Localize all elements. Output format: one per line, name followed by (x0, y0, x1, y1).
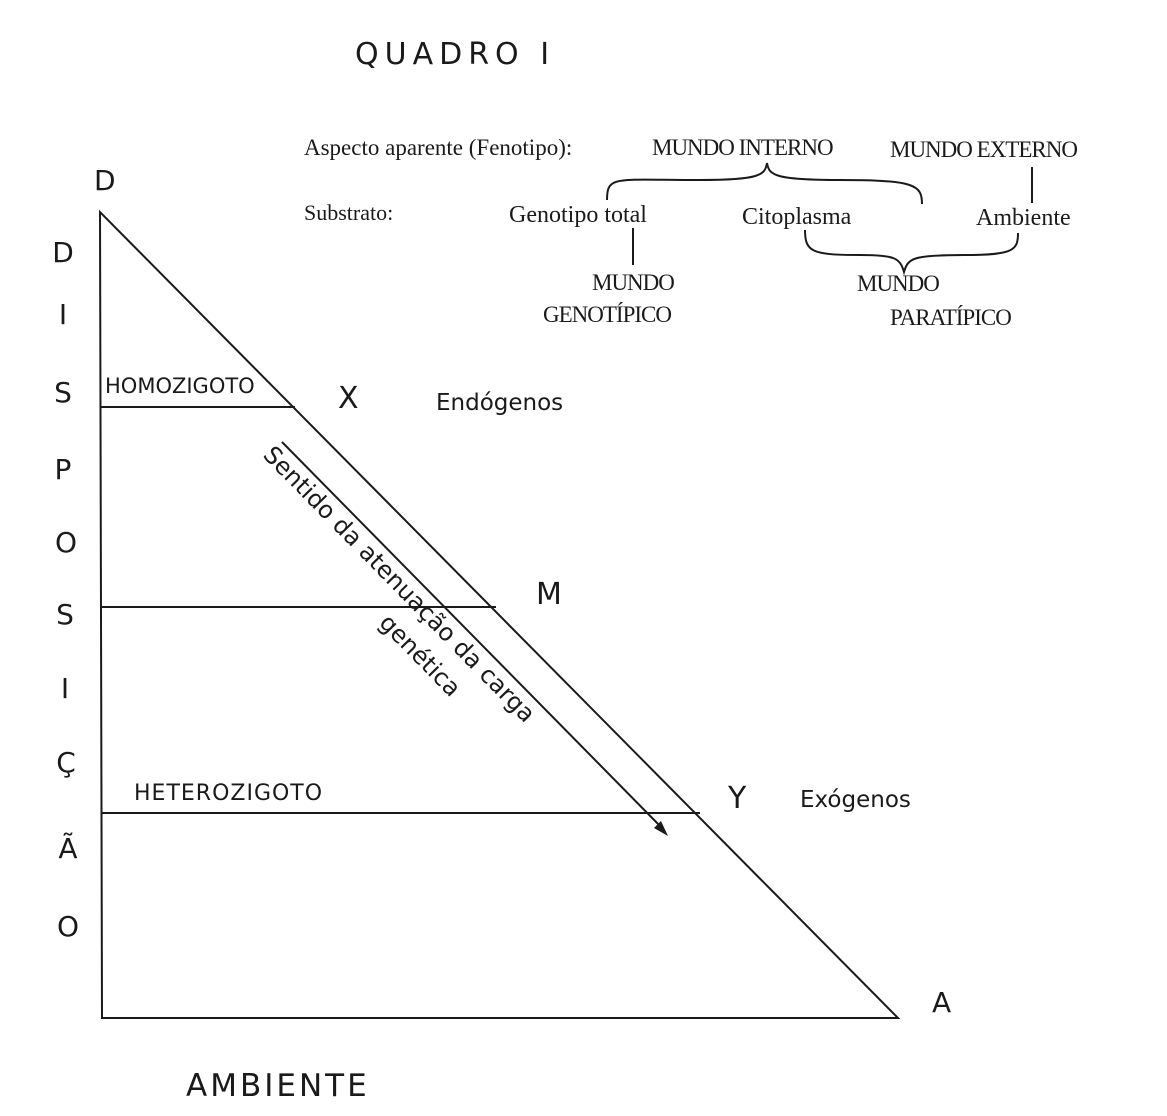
axis-letter: O (55, 526, 77, 559)
axis-letter: I (59, 298, 67, 331)
phenotype-schema: Aspecto aparente (Fenotipo): MUNDO INTER… (304, 135, 1078, 330)
mundo-paratipico-1: MUNDO (857, 271, 939, 296)
citoplasma: Citoplasma (742, 204, 852, 230)
brace-mundo-interno (606, 162, 923, 205)
genotipo-total: Genotipo total (509, 202, 647, 228)
axis-ambiente: AMBIENTE (186, 1068, 370, 1104)
point-y: Y (727, 781, 747, 816)
ambiente: Ambiente (976, 205, 1071, 231)
axis-letter: Ç (56, 746, 76, 779)
mundo-paratipico-2: PARATÍPICO (890, 305, 1011, 330)
triangle-diagram: D A X M Y HOMOZIGOTO HETEROZIGOTO Endóge… (94, 164, 951, 1019)
axis-letter: D (52, 236, 74, 269)
axis-letter: P (55, 453, 72, 486)
brace-mundo-paratipico (804, 229, 1019, 276)
substrato-label: Substrato: (304, 200, 393, 225)
axis-letter: I (61, 672, 69, 705)
exogenos-label: Exógenos (800, 787, 911, 813)
homozigoto-label: HOMOZIGOTO (105, 374, 255, 398)
endogenos-label: Endógenos (436, 390, 563, 416)
attenuation-arrow (281, 441, 665, 831)
axis-disposicao: D I S P O S I Ç Ã O (52, 236, 79, 943)
aspecto-label: Aspecto aparente (Fenotipo): (304, 135, 572, 160)
point-m: M (536, 577, 562, 612)
point-x: X (338, 381, 359, 416)
arrow-head-icon (654, 821, 668, 836)
axis-letter: S (56, 598, 74, 631)
heterozigoto-label: HETEROZIGOTO (134, 781, 323, 806)
axis-letter: Ã (58, 832, 77, 865)
mundo-genotipico-2: GENOTÍPICO (543, 302, 671, 327)
arrow-label-1: Sentido da atenuação da carga (258, 441, 541, 728)
axis-letter: O (57, 910, 79, 943)
triangle-outline (98, 209, 901, 1019)
diagram-title: QUADRO I (355, 37, 555, 72)
axis-letter: S (54, 376, 72, 409)
vertex-d: D (94, 164, 116, 197)
vertex-a: A (932, 986, 951, 1019)
mundo-genotipico-1: MUNDO (592, 270, 674, 295)
mundo-externo: MUNDO EXTERNO (890, 137, 1077, 162)
mundo-interno: MUNDO INTERNO (652, 135, 833, 160)
